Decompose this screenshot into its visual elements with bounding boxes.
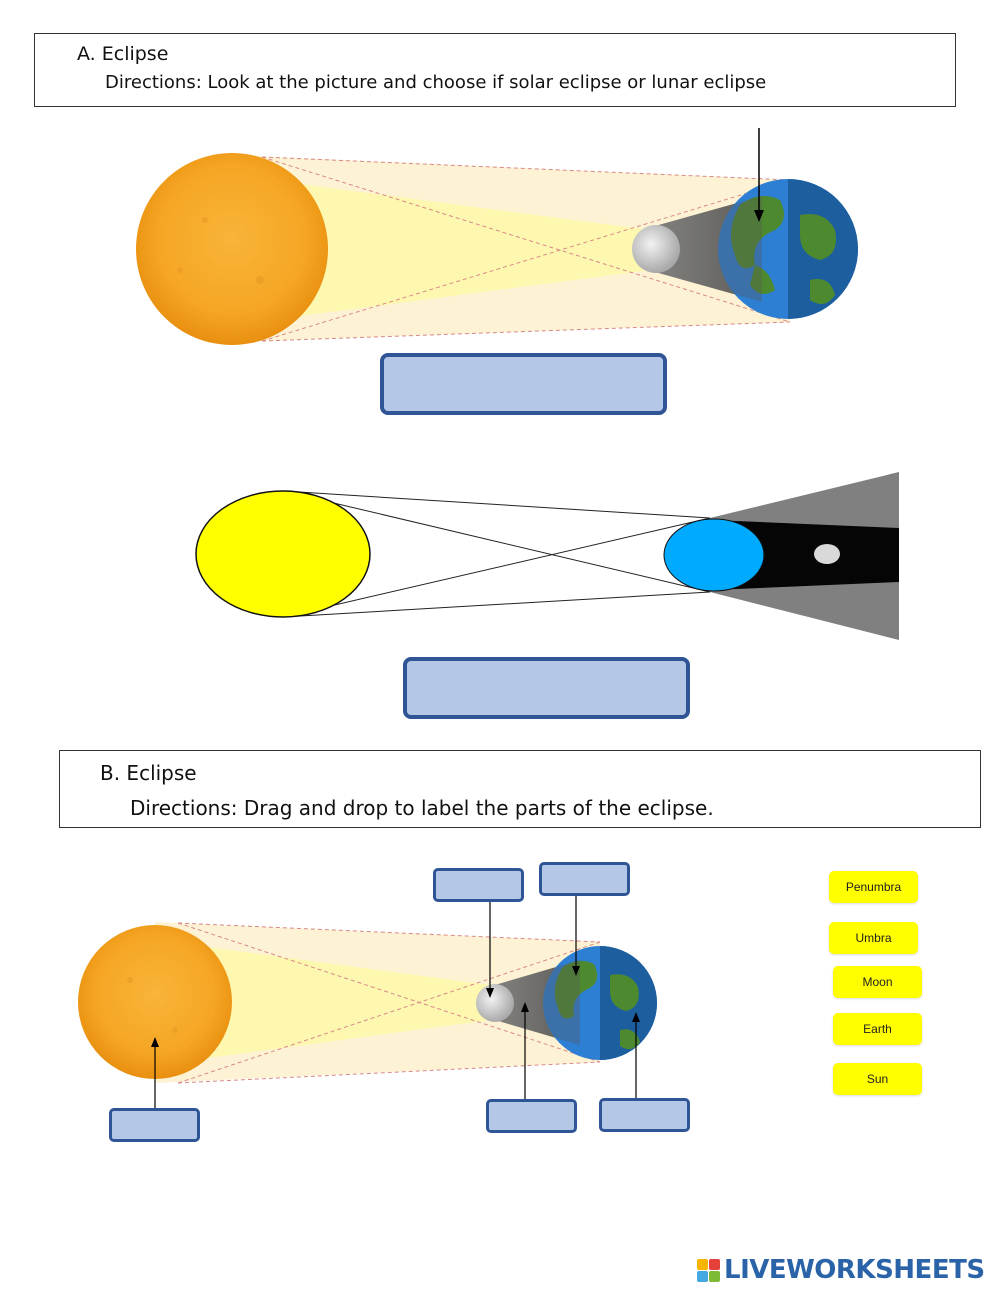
- moon-3-icon: [476, 984, 514, 1022]
- liveworksheets-logo-icon: [697, 1258, 720, 1282]
- drag-chip-umbra[interactable]: Umbra: [829, 922, 918, 954]
- diagram-2: [195, 472, 899, 640]
- section-a-title: A. Eclipse: [77, 43, 169, 65]
- moon-2-icon: [814, 544, 840, 564]
- drop-target-moon-label[interactable]: [433, 868, 524, 902]
- drag-chip-sun[interactable]: Sun: [833, 1063, 922, 1095]
- diagram-1: [136, 128, 858, 345]
- liveworksheets-logo: LIVEWORKSHEETS: [697, 1255, 985, 1285]
- drop-target-sun-label[interactable]: [109, 1108, 200, 1142]
- section-a-directions: Directions: Look at the picture and choo…: [105, 72, 767, 93]
- drop-target-earth-bottom-label[interactable]: [599, 1098, 690, 1132]
- drop-target-earth-top-label[interactable]: [539, 862, 630, 896]
- answer-box-diagram-1[interactable]: [380, 353, 667, 415]
- section-b-directions: Directions: Drag and drop to label the p…: [130, 796, 714, 820]
- drag-chip-earth[interactable]: Earth: [833, 1013, 922, 1045]
- section-a-header: A. Eclipse Directions: Look at the pictu…: [34, 33, 956, 107]
- drag-chip-moon[interactable]: Moon: [833, 966, 922, 998]
- sun-1-icon: [136, 153, 328, 345]
- drop-target-umbra-label[interactable]: [486, 1099, 577, 1133]
- brand-name: LIVEWORKSHEETS: [724, 1255, 985, 1285]
- section-b-header: B. Eclipse Directions: Drag and drop to …: [59, 750, 981, 828]
- diagram-3: [78, 895, 657, 1108]
- drag-chip-penumbra[interactable]: Penumbra: [829, 871, 918, 903]
- earth-2-icon: [663, 518, 765, 592]
- sun-3-icon: [78, 925, 232, 1079]
- moon-1-icon: [632, 225, 680, 273]
- sun-2-icon: [195, 490, 371, 618]
- answer-box-diagram-2[interactable]: [403, 657, 690, 719]
- section-b-title: B. Eclipse: [100, 761, 197, 785]
